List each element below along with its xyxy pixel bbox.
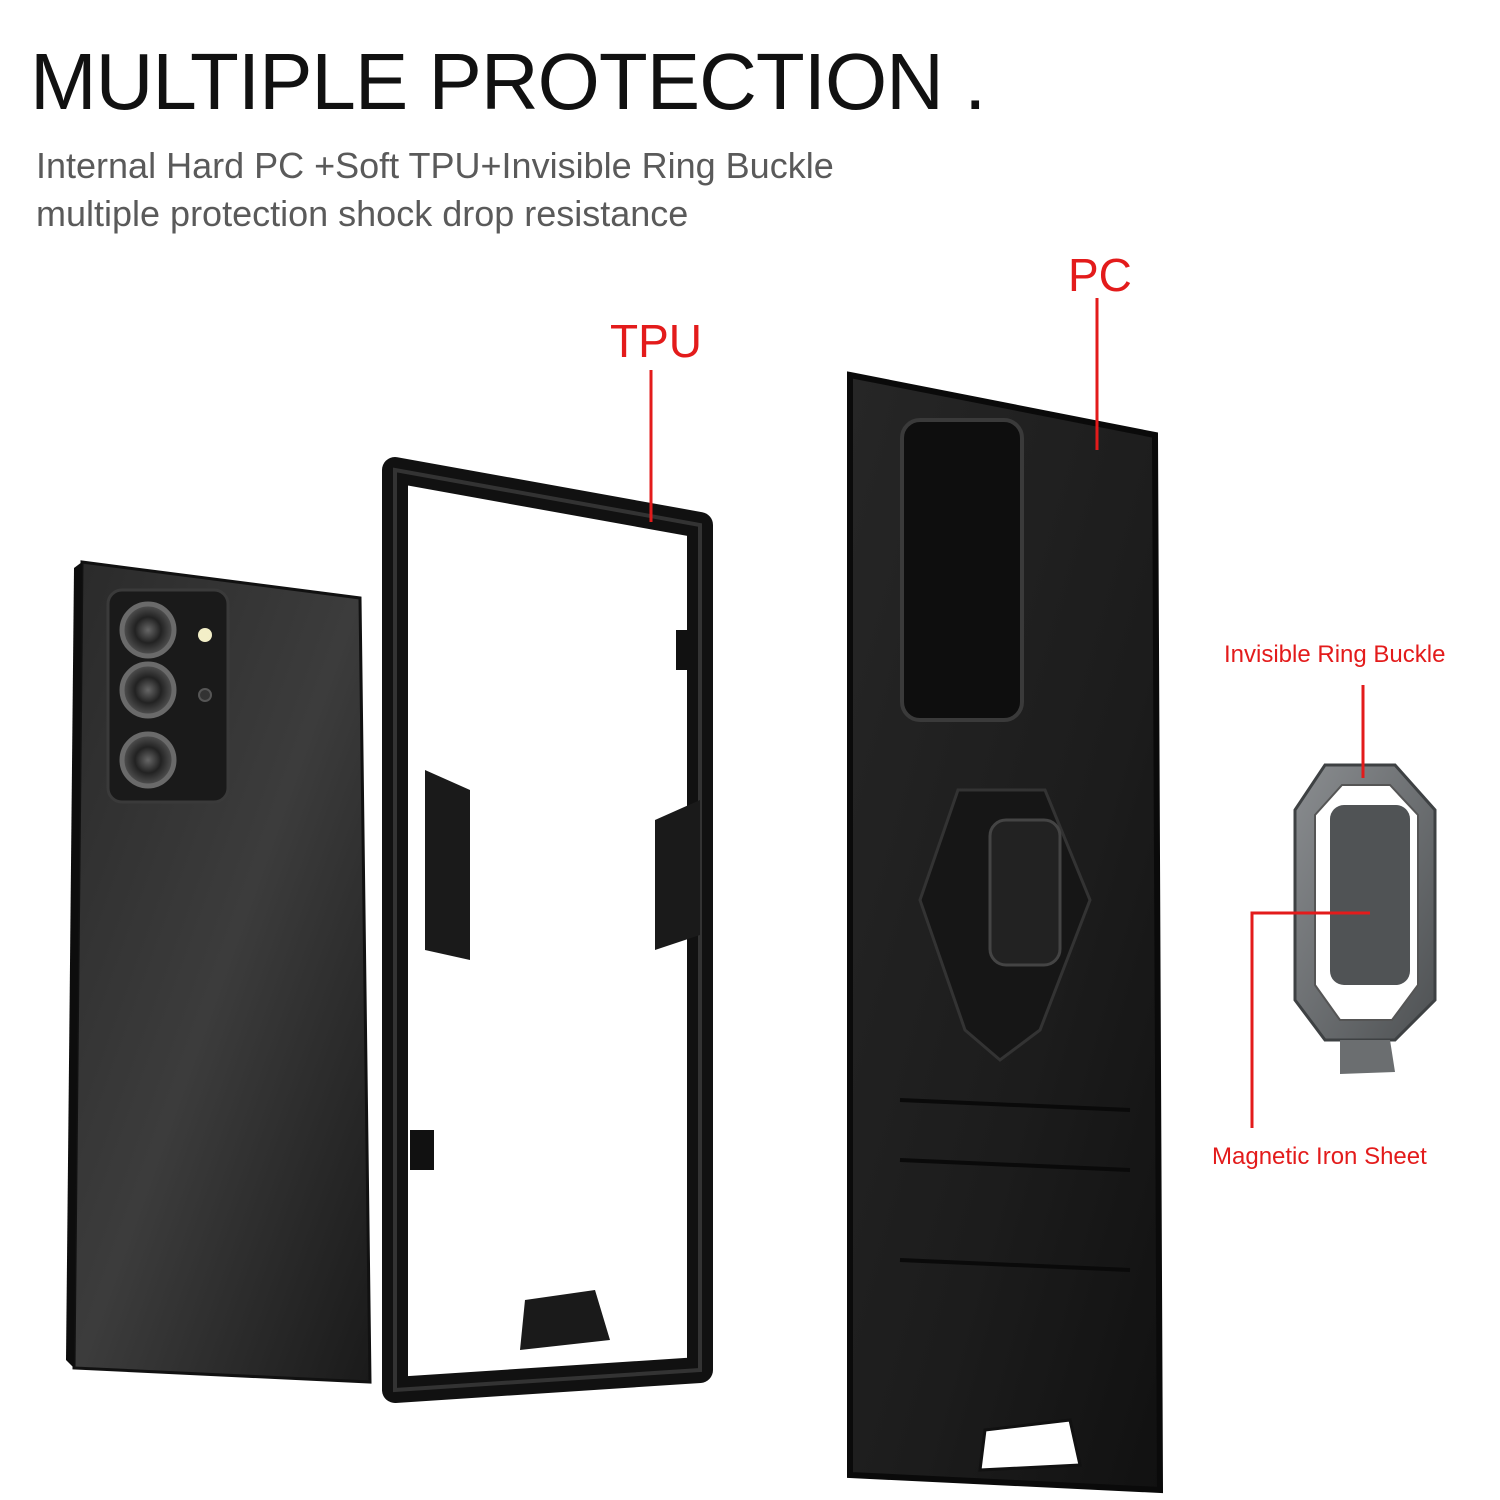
callout-iron-sheet: Magnetic Iron Sheet (1212, 1143, 1427, 1170)
flash-icon (198, 628, 212, 642)
magnetic-iron-sheet (1330, 805, 1410, 985)
callout-lines (649, 298, 1370, 1128)
camera-lens (119, 661, 177, 719)
ring-buckle (1293, 763, 1437, 1074)
iron-leader-line (1250, 911, 1370, 1128)
subtitle-line-1: Internal Hard PC +Soft TPU+Invisible Rin… (36, 145, 834, 186)
callout-ring-buckle: Invisible Ring Buckle (1224, 641, 1446, 668)
camera-cutout (900, 418, 1024, 722)
camera-module (106, 588, 230, 804)
page-title: MULTIPLE PROTECTION . (30, 37, 986, 126)
sensor-icon (198, 688, 212, 702)
camera-lens (119, 601, 177, 659)
pc-hard-case (847, 371, 1164, 1494)
tpu-frame (382, 457, 713, 1403)
phone-back (66, 560, 372, 1384)
camera-lens (119, 731, 177, 789)
ring-holder (988, 818, 1062, 967)
callout-pc: PC (1068, 249, 1132, 301)
callout-tpu: TPU (610, 315, 702, 367)
subtitle-line-2: multiple protection shock drop resistanc… (36, 193, 689, 234)
